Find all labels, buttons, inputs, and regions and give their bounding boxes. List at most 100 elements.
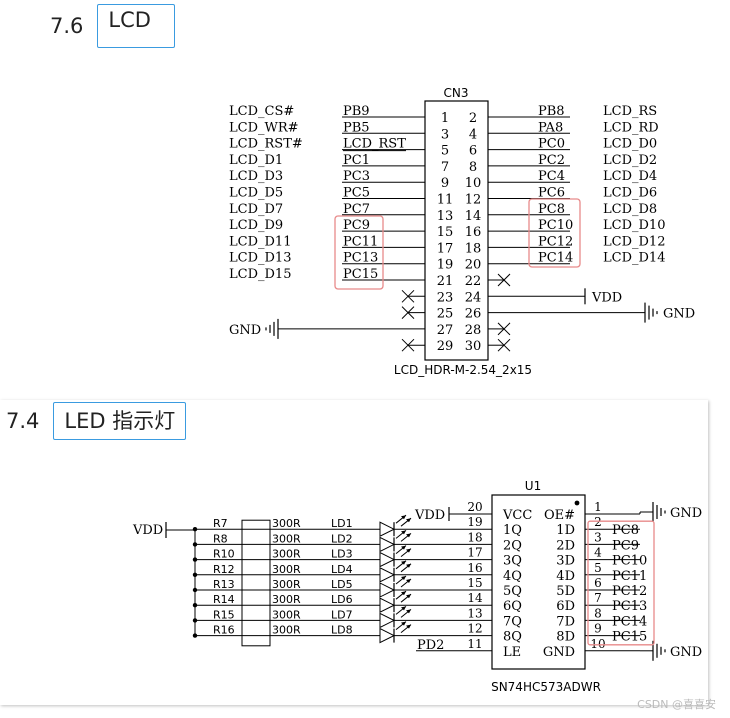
led-diode — [379, 612, 396, 629]
signal-label: LCD_D14 — [603, 251, 665, 266]
gnd-label: GND — [229, 323, 261, 338]
signal-label: LCD_D13 — [229, 251, 291, 266]
section-number: 7.4 — [6, 409, 40, 433]
pin-number: 13 — [467, 606, 482, 620]
resistor-ref: R14 — [213, 593, 235, 606]
net-label: PC12 — [612, 584, 647, 599]
signal-label: LCD_D9 — [229, 218, 283, 233]
pin-number: 20 — [467, 500, 482, 514]
net-label: PB9 — [343, 104, 370, 119]
pin-number: 17 — [437, 241, 454, 256]
pin-number: 19 — [437, 258, 454, 273]
led-panel — [0, 400, 708, 705]
pin-number: 8 — [594, 606, 602, 620]
resistor-value: 300R — [272, 517, 301, 530]
connector-part: LCD_HDR-M-2.54_2x15 — [394, 363, 532, 377]
pin-number: 10 — [465, 176, 482, 191]
signal-label: LCD_D15 — [229, 267, 291, 282]
pin-name: 4D — [556, 569, 575, 584]
led-diode — [379, 521, 396, 538]
resistor-value: 300R — [272, 563, 301, 576]
no-connect-mark — [497, 273, 511, 287]
signal-label: LCD_D8 — [603, 202, 657, 217]
pin-number: 10 — [590, 637, 605, 651]
chip-ref: U1 — [525, 479, 541, 493]
net-label: PC1 — [343, 153, 370, 168]
signal-label: LCD_D1 — [229, 153, 283, 168]
pin-number: 17 — [467, 546, 482, 560]
pin-number: 9 — [594, 622, 602, 636]
net-label: PC13 — [343, 251, 378, 266]
pin-number: 16 — [465, 225, 482, 240]
no-connect-mark — [401, 306, 415, 319]
pin-number: 23 — [437, 290, 454, 305]
light-arrow-head — [406, 563, 411, 568]
signal-label: LCD_D3 — [229, 169, 283, 184]
resistor-ref: R13 — [213, 578, 235, 591]
pin-name: 3Q — [503, 554, 522, 569]
pin-number: 21 — [437, 274, 454, 289]
pin-number: 5 — [441, 144, 449, 159]
signal-label: LCD_D6 — [603, 186, 657, 201]
light-arrow-head — [401, 576, 406, 580]
pin-number: 15 — [437, 225, 454, 240]
highlight-box-right — [528, 198, 581, 268]
net-label: PA8 — [538, 120, 563, 135]
light-arrow-head — [406, 579, 411, 583]
led-ref: LD2 — [331, 532, 353, 545]
pin-name: 4Q — [503, 569, 522, 584]
net-label: PC3 — [343, 169, 370, 184]
net-label: PC9 — [612, 538, 639, 553]
pin-number: 8 — [469, 160, 477, 175]
resistor-ref: R15 — [213, 608, 235, 621]
net-label: PC11 — [343, 234, 378, 249]
led-diode — [379, 597, 396, 614]
net-label: PC12 — [538, 234, 573, 249]
pin-name: 2D — [556, 538, 575, 553]
no-connect-mark — [497, 322, 511, 336]
resistor-pack — [241, 519, 271, 647]
resistor-ref: R8 — [213, 532, 228, 545]
no-connect-mark — [401, 289, 415, 303]
pin-name: 1Q — [503, 523, 522, 538]
pin-number: 20 — [465, 258, 482, 273]
light-arrow-head — [406, 518, 411, 523]
led-ref: LD3 — [331, 548, 353, 561]
pin-name: 6D — [556, 599, 575, 614]
pin-name: LE — [503, 645, 521, 660]
vdd-label: VDD — [591, 290, 622, 305]
signal-label: LCD_D12 — [603, 234, 665, 249]
resistor-value: 300R — [272, 608, 301, 621]
pin-number: 25 — [437, 307, 454, 322]
pin-number: 14 — [467, 591, 483, 605]
pin-number: 26 — [465, 307, 482, 322]
light-arrow-head — [406, 533, 411, 538]
net-label: PC15 — [612, 630, 647, 645]
gnd-label: GND — [663, 307, 695, 322]
net-label: PC6 — [538, 186, 565, 201]
pin-name: 6Q — [503, 599, 522, 614]
pin-name: 1D — [556, 523, 575, 538]
chip-part: SN74HC573ADWR — [491, 680, 601, 694]
net-label: PD2 — [417, 638, 444, 653]
pin-name: 8D — [556, 630, 575, 645]
signal-label: LCD_D11 — [229, 234, 291, 249]
pin-name: GND — [543, 645, 575, 660]
light-arrow-head — [406, 609, 411, 614]
net-label: PC9 — [343, 218, 370, 233]
pin-number: 7 — [594, 591, 602, 605]
pin-number: 15 — [467, 576, 482, 590]
section-heading-led: 7.4 LED 指示灯 — [6, 402, 187, 440]
signal-label: LCD_D0 — [603, 137, 657, 152]
pin-name: OE# — [544, 508, 575, 523]
vdd-label: VDD — [132, 523, 163, 538]
pin-number: 24 — [465, 290, 482, 305]
signal-label: LCD_D2 — [603, 153, 657, 168]
net-label: PC14 — [538, 251, 573, 266]
pin-name: VCC — [502, 508, 532, 523]
pin-number: 6 — [594, 576, 602, 590]
net-label: PC8 — [612, 523, 639, 538]
signal-label: LCD_RD — [603, 120, 659, 135]
net-label: PC5 — [343, 186, 370, 201]
light-arrow-head — [401, 591, 406, 596]
